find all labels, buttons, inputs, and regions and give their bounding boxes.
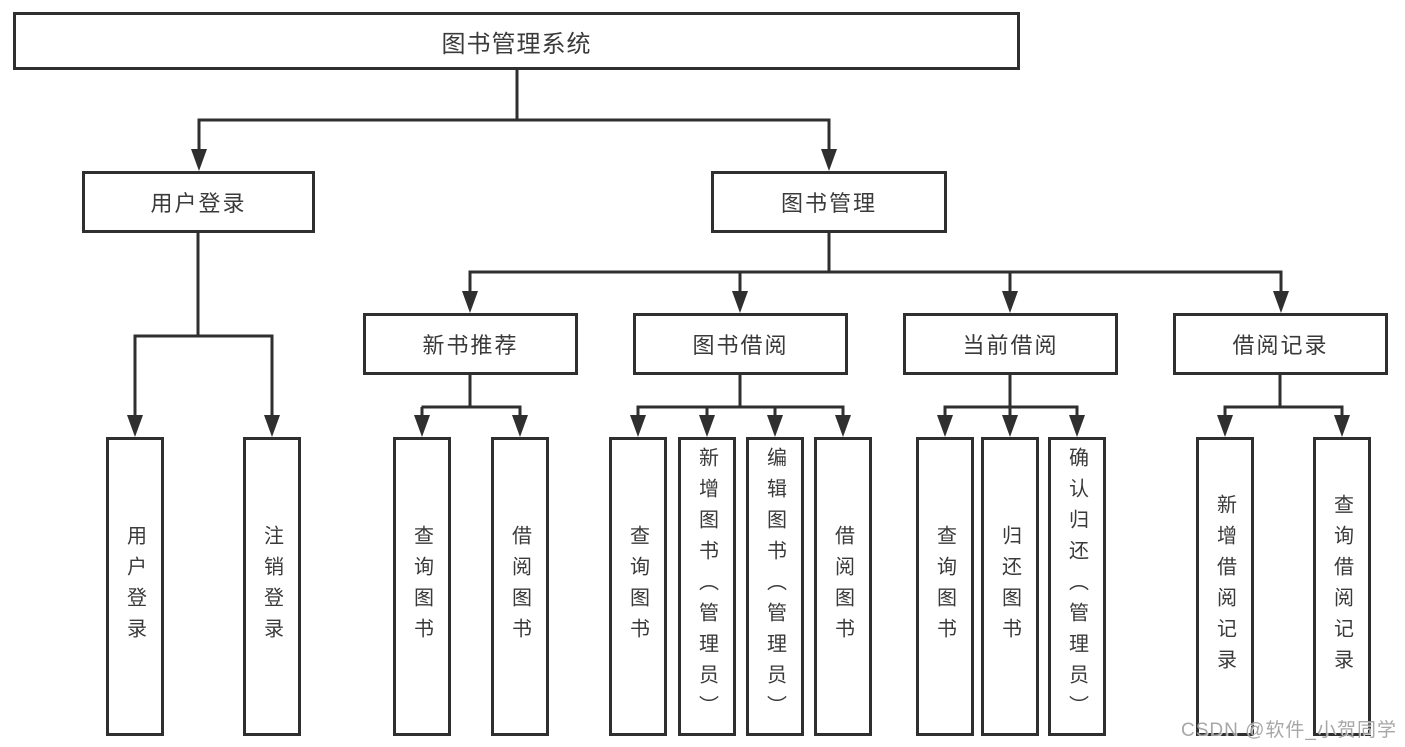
leaf-query-books-recommend: 查询图书 (393, 437, 451, 736)
leaf-confirm-return-admin: 确认归还（管理员） (1048, 437, 1106, 736)
node-new-book-recommendation: 新书推荐 (363, 313, 578, 375)
node-current-borrowing: 当前借阅 (903, 313, 1118, 375)
arrowhead (191, 149, 207, 171)
arrowhead (1069, 415, 1085, 437)
arrowhead (732, 291, 748, 313)
leaf-query-books-borrowing: 查询图书 (609, 437, 667, 736)
arrowhead (414, 415, 430, 437)
leaf-add-borrow-record: 新增借阅记录 (1196, 437, 1254, 736)
node-user-login-branch: 用户登录 (82, 171, 315, 233)
node-root-system: 图书管理系统 (13, 12, 1020, 70)
arrowhead (1273, 291, 1289, 313)
arrowhead (699, 415, 715, 437)
arrowhead (512, 415, 528, 437)
arrowhead (1002, 415, 1018, 437)
arrowhead (264, 415, 280, 437)
arrowhead (630, 415, 646, 437)
arrowhead (835, 415, 851, 437)
node-borrowing-records: 借阅记录 (1173, 313, 1388, 375)
csdn-watermark: CSDN @软件_小贺同学 (1181, 720, 1397, 741)
arrowhead (127, 415, 143, 437)
leaf-logout: 注销登录 (243, 437, 301, 736)
leaf-user-login: 用户登录 (106, 437, 164, 736)
leaf-add-books-admin: 新增图书（管理员） (678, 437, 736, 736)
leaf-query-books-current: 查询图书 (916, 437, 974, 736)
leaf-edit-books-admin: 编辑图书（管理员） (746, 437, 804, 736)
arrowhead (462, 291, 478, 313)
node-book-management-branch: 图书管理 (711, 171, 947, 233)
leaf-borrow-books: 借阅图书 (814, 437, 872, 736)
arrowhead (821, 149, 837, 171)
arrowhead (937, 415, 953, 437)
leaf-borrow-books-recommend: 借阅图书 (491, 437, 549, 736)
leaf-query-borrow-record: 查询借阅记录 (1313, 437, 1371, 736)
arrowhead (1002, 291, 1018, 313)
arrowhead (1334, 415, 1350, 437)
arrowhead (767, 415, 783, 437)
arrowhead (1217, 415, 1233, 437)
leaf-return-books: 归还图书 (981, 437, 1039, 736)
node-book-borrowing: 图书借阅 (633, 313, 848, 375)
